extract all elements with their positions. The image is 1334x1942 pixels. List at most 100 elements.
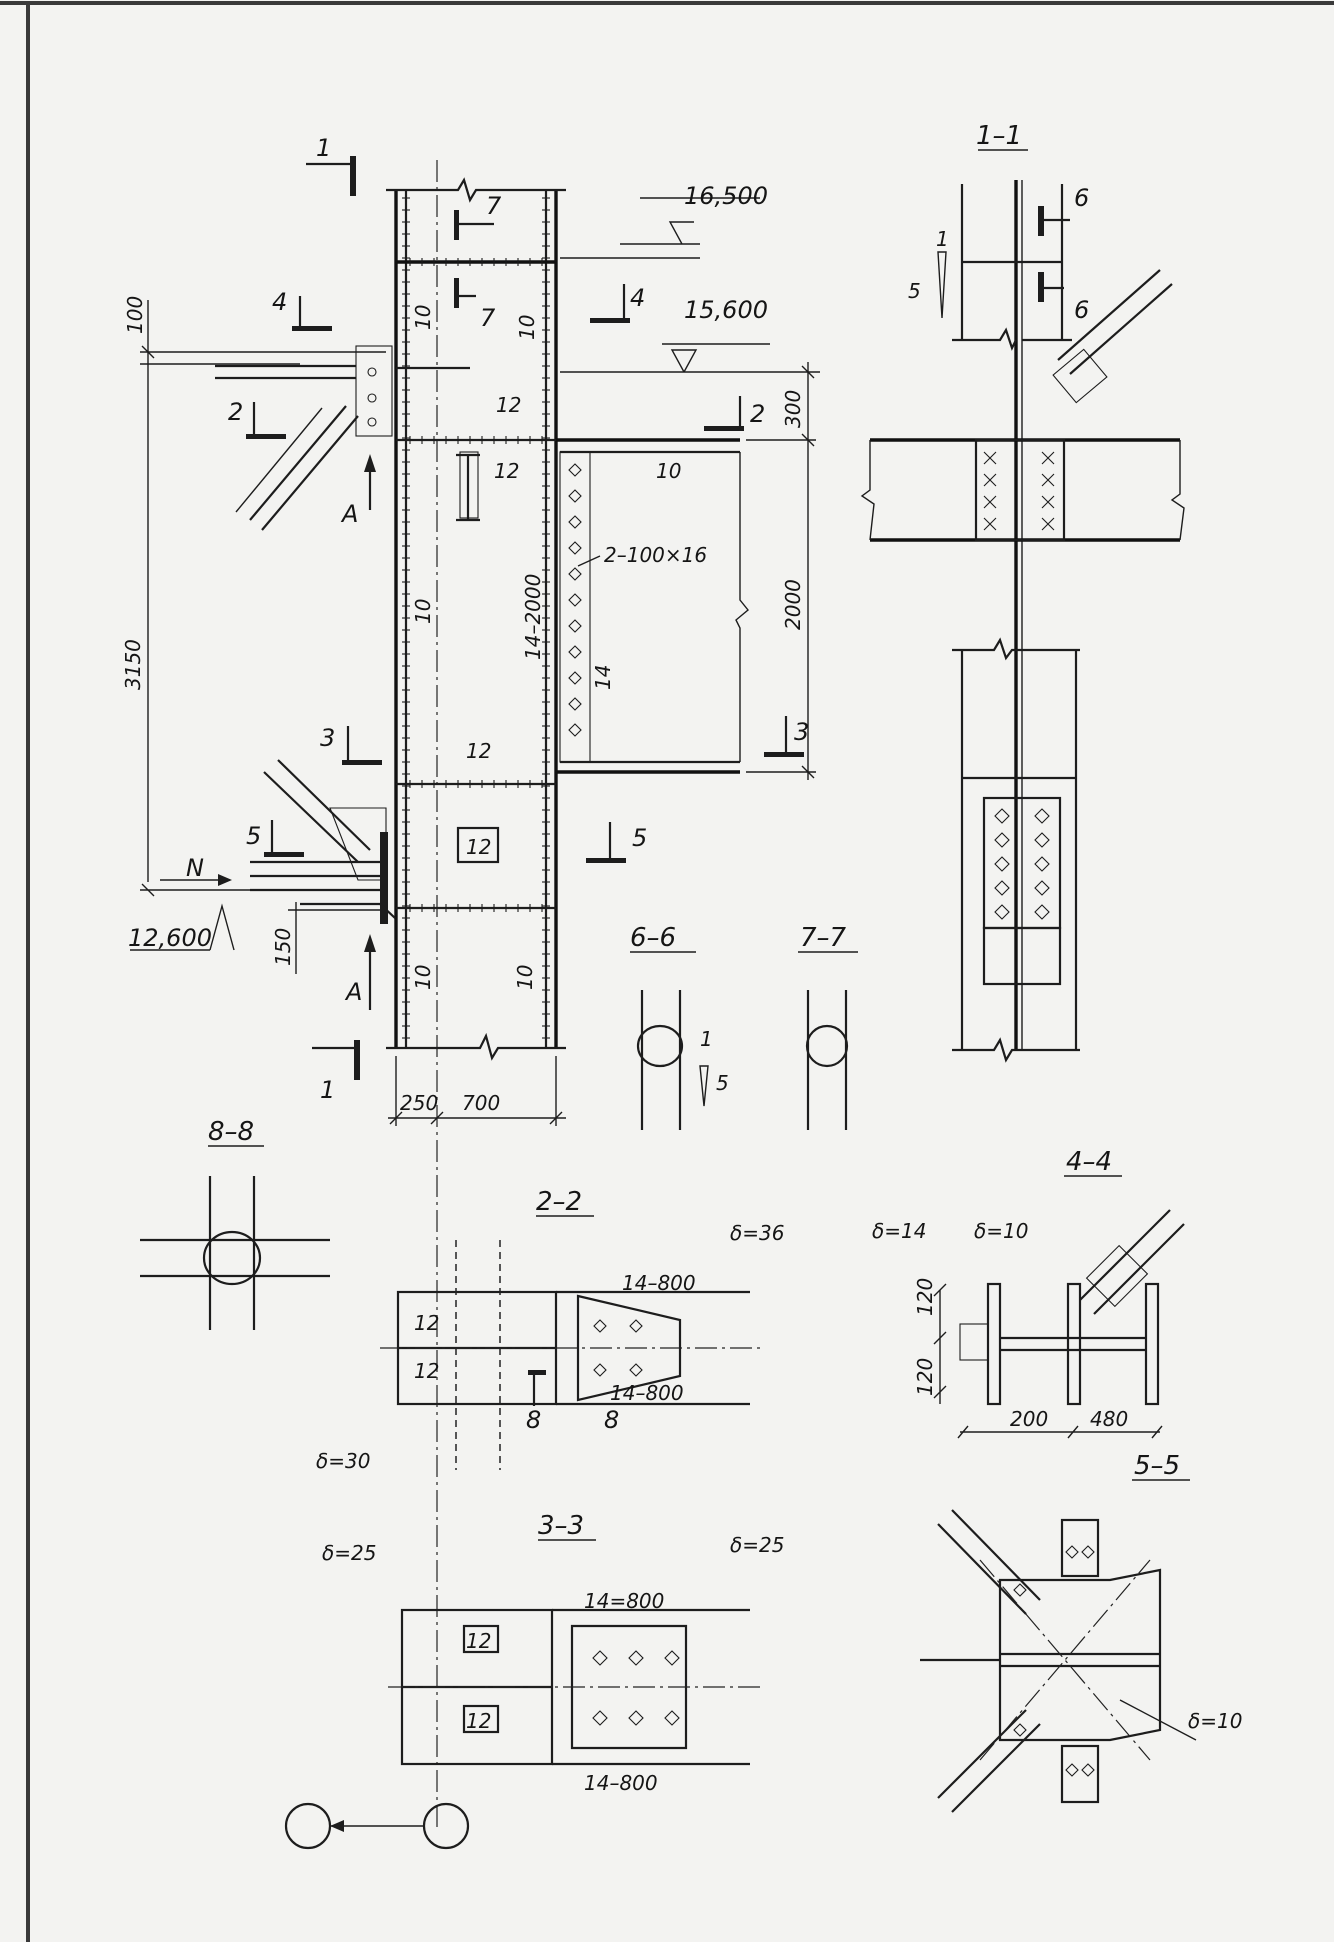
s44-mid-flange [1066, 1282, 1082, 1406]
weld-10-f: 10 [513, 965, 537, 990]
dim-250: 250 [400, 1091, 438, 1115]
bolt-marker [568, 619, 582, 633]
s66-weld [636, 1024, 684, 1068]
s55-axis-a [979, 1559, 1151, 1761]
bolt-marker [629, 1319, 643, 1333]
bolt-marker [994, 904, 1010, 920]
s55-brace-lower-a [951, 1723, 1041, 1813]
section-title-5-5: 5–5 [1134, 1451, 1180, 1481]
s44-dim-ticks [957, 1425, 1163, 1439]
bolt-marker [1041, 473, 1055, 487]
bolt-marker [1013, 1723, 1027, 1737]
dim-200: 200 [1010, 1407, 1048, 1431]
thickness-25-right: δ=25 [730, 1533, 784, 1557]
cut-2-right-label: 2 [750, 400, 765, 428]
column-bottom-break [386, 1032, 566, 1061]
bolt-marker [1041, 451, 1055, 465]
s44-stub [959, 1323, 989, 1361]
weld-12-box: 12 [466, 835, 491, 859]
weld-12-c: 12 [466, 739, 491, 763]
section-4-4 [933, 1175, 1185, 1439]
plate-800-c: 14=800 [584, 1589, 664, 1613]
bolt-marker [628, 1650, 644, 1666]
level-15600-mark [662, 343, 770, 373]
axis-bubble-left [284, 1802, 332, 1850]
brace-gusset [1052, 348, 1108, 404]
s55-axis-b [979, 1559, 1151, 1761]
gusset-bolt [367, 393, 377, 403]
cut-4-right-bar [590, 318, 630, 323]
cut-2-right-bar [704, 426, 744, 431]
level-15600: 15,600 [684, 296, 768, 324]
cut-3-right-bar [764, 752, 804, 757]
thickness-10-a: δ=10 [974, 1219, 1028, 1243]
weld-10-a: 10 [411, 305, 435, 330]
bolt-marker [983, 473, 997, 487]
cut-8-left-label: 8 [526, 1406, 541, 1434]
splice-plate [974, 438, 1066, 542]
gusset-bolt [367, 417, 377, 427]
cut-6-bottom-label: 6 [1074, 296, 1089, 324]
weld-10-d: 10 [656, 459, 681, 483]
dim-100: 100 [123, 296, 147, 334]
s33-box-upper [462, 1624, 500, 1654]
bolt-marker [1034, 832, 1050, 848]
section-title-7-7: 7–7 [800, 923, 847, 953]
section-5-5 [920, 1479, 1197, 1813]
plate-800-a: 14–800 [622, 1271, 696, 1295]
dim-ticks-3150 [141, 345, 155, 897]
upper-break [952, 327, 1072, 351]
section-7-7 [798, 951, 858, 1130]
lower-plate-edge [300, 902, 396, 919]
s44-brace-b [1093, 1223, 1185, 1315]
dim-300: 300 [781, 390, 805, 428]
bolt-marker [568, 515, 582, 529]
lower-break-top [952, 637, 1080, 661]
weld-10-c: 10 [411, 599, 435, 624]
weld-12-s33-bottom: 12 [466, 1709, 491, 1733]
level-12600-mark [130, 903, 235, 951]
bolt-marker [994, 880, 1010, 896]
plate-800-d: 14–800 [584, 1771, 658, 1795]
bolt-marker [628, 1710, 644, 1726]
dim-ticks-right [801, 365, 815, 779]
view-a-upper-head [364, 454, 376, 472]
bolt-marker [983, 495, 997, 509]
weld-12-b: 12 [494, 459, 519, 483]
boxed-weld-frame [456, 826, 500, 864]
section-title-4-4: 4–4 [1066, 1147, 1112, 1177]
s55-body [998, 1568, 1162, 1742]
view-a-lower: A [344, 978, 362, 1006]
cut-6-top-label: 6 [1074, 184, 1089, 212]
bolt-marker [1013, 1583, 1027, 1597]
cut-1-bottom-label: 1 [320, 1076, 335, 1104]
weld-14: 14 [591, 665, 615, 690]
section-2-2 [380, 1215, 760, 1470]
bolt-marker [1034, 904, 1050, 920]
bolt-marker [983, 517, 997, 531]
weld-12-a: 12 [496, 393, 521, 417]
plate-800-b: 14–800 [610, 1381, 684, 1405]
dim-120-bottom: 120 [913, 1358, 937, 1396]
upper-gusset [355, 345, 393, 437]
bolt-marker [1041, 517, 1055, 531]
dim-3150: 3150 [121, 639, 145, 690]
s77-weld [805, 1024, 849, 1068]
bolt-marker [568, 671, 582, 685]
cut-3-right-label: 3 [794, 718, 809, 746]
cut-4-right-label: 4 [630, 284, 645, 312]
main-elevation [130, 156, 820, 1830]
slope-1-1-bottom: 5 [908, 279, 921, 303]
dim-2000: 2000 [781, 579, 805, 630]
bolt-marker [593, 1319, 607, 1333]
dim-700: 700 [462, 1091, 500, 1115]
bolt-marker [994, 856, 1010, 872]
s44-right-flange [1144, 1282, 1160, 1406]
thickness-10-b: δ=10 [1188, 1709, 1242, 1733]
bolt-marker [568, 697, 582, 711]
weld-12-s33-top: 12 [466, 1629, 491, 1653]
section-title-3-3: 3–3 [538, 1511, 584, 1541]
s55-bottom-plate [1060, 1744, 1100, 1804]
axis-bubble-right [422, 1802, 470, 1850]
